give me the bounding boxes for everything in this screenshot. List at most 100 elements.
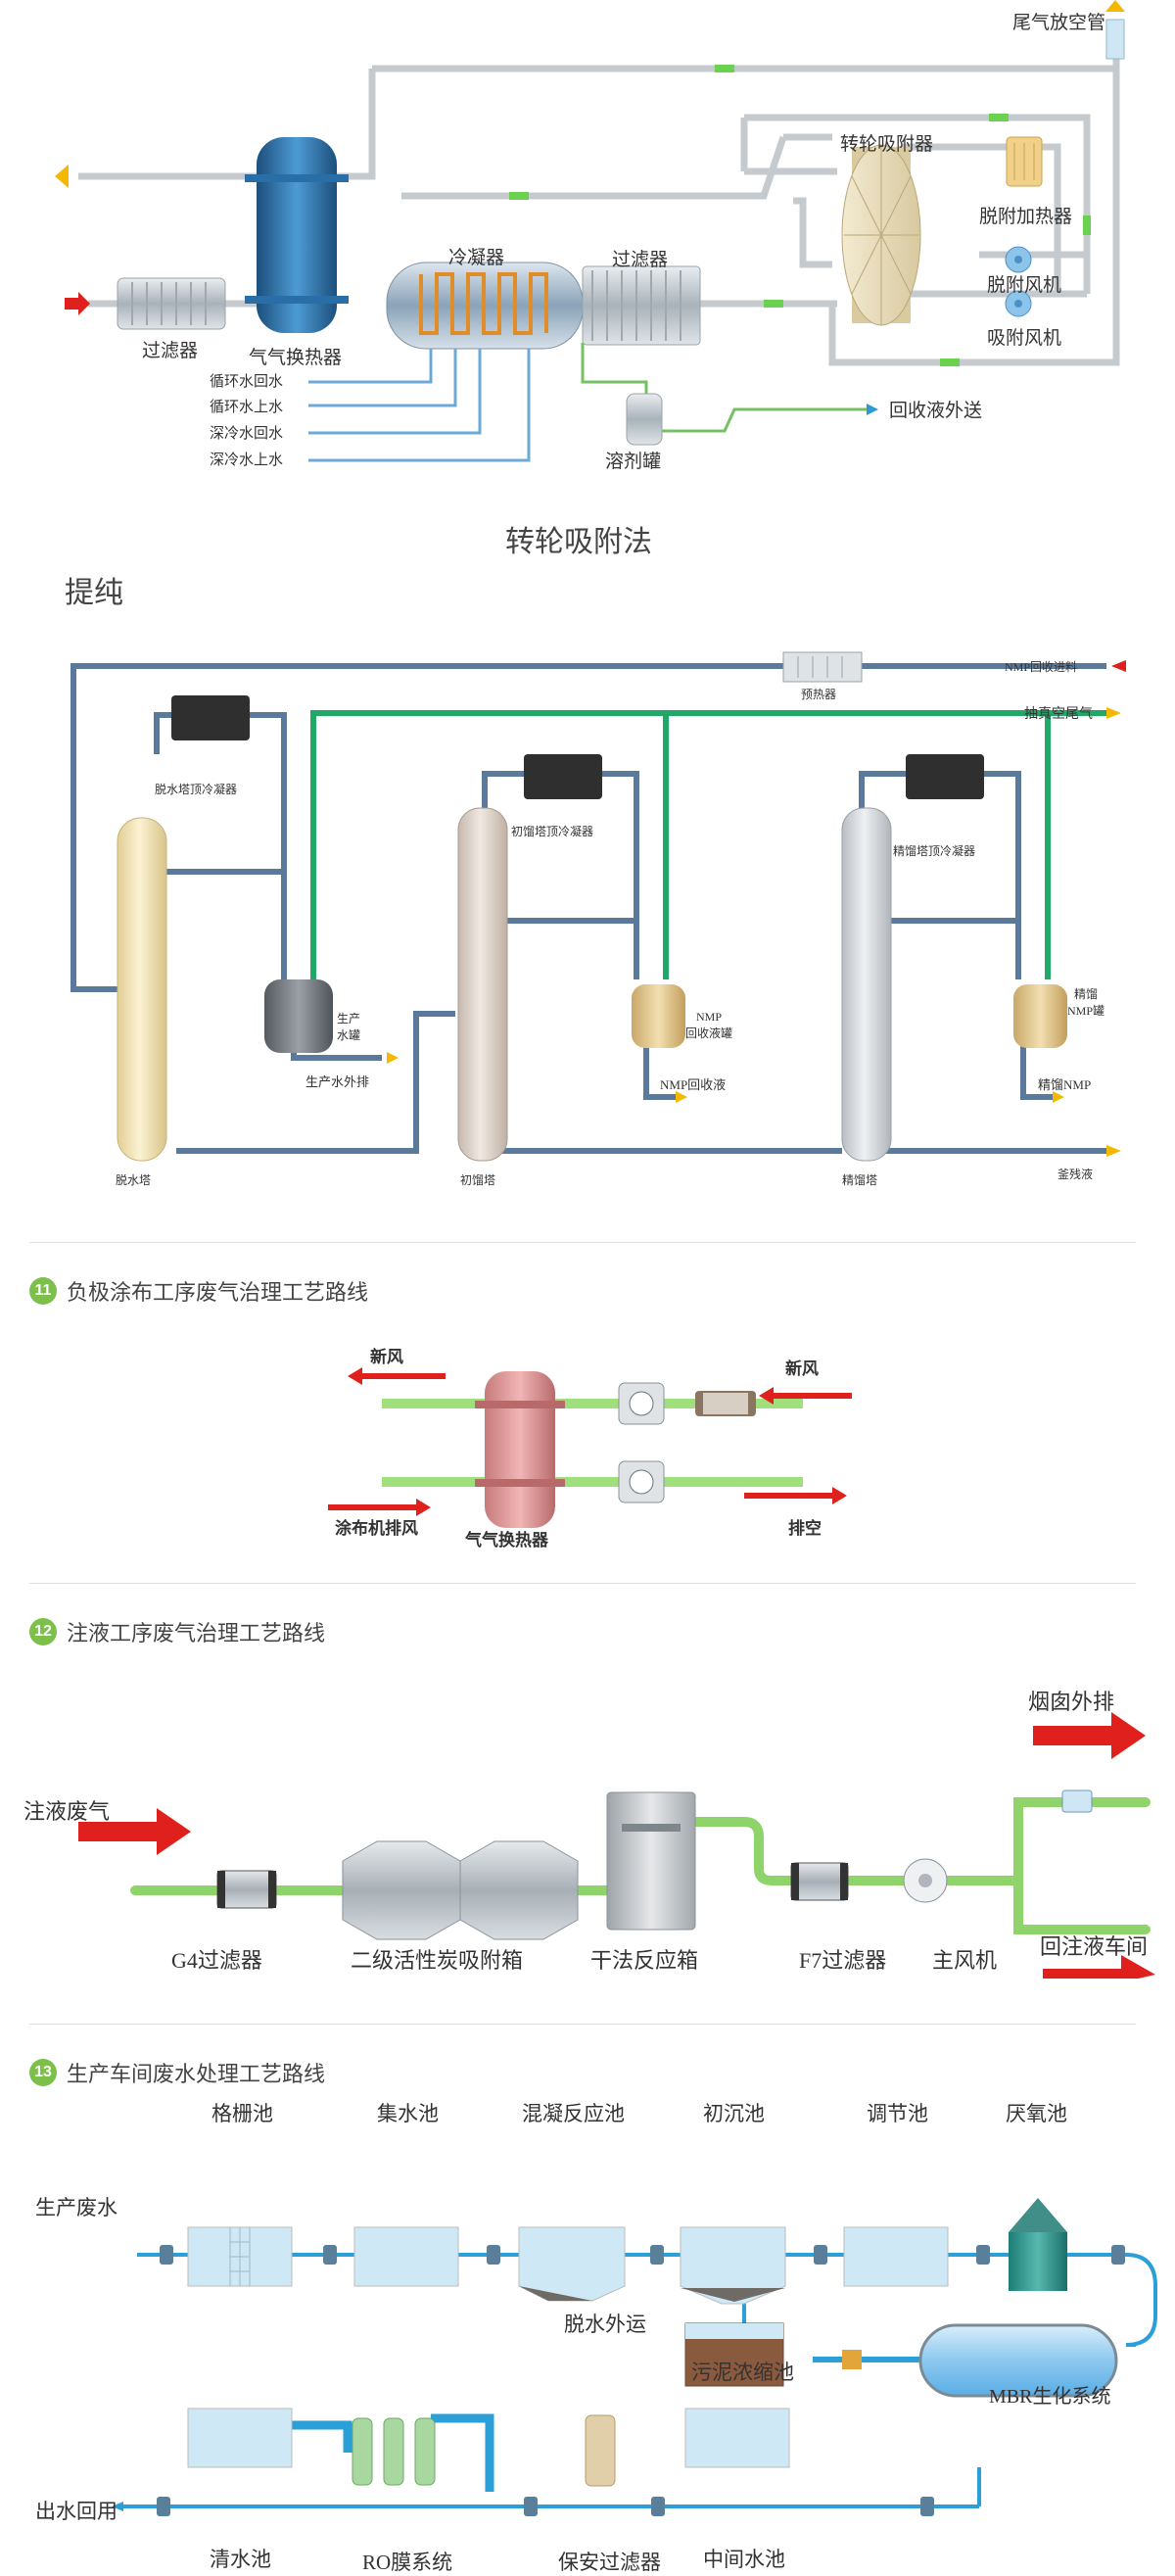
- section-12-header: 12 注液工序废气治理工艺路线: [29, 1616, 325, 1647]
- adjustment-pool: [843, 2226, 949, 2287]
- cooling-water-lines: [308, 349, 531, 462]
- injection-arrows: [78, 1712, 1155, 1979]
- dewater-tower-label: 脱水塔: [116, 1173, 152, 1187]
- solvent-tank: [626, 393, 663, 446]
- desorb-heater-label: 脱附加热器: [979, 207, 1073, 227]
- sludge-pump: [842, 2350, 862, 2369]
- desorb-fan: [1005, 246, 1032, 273]
- section-13-title: 生产车间废水处理工艺路线: [67, 2062, 326, 2086]
- recovered-out-label: 回收液外送: [889, 401, 983, 421]
- g4-filter: [216, 1870, 277, 1909]
- diagram2-title: 提纯: [65, 577, 123, 609]
- crude-tower: [457, 807, 508, 1162]
- top-condensers: [171, 695, 984, 799]
- security-filter-label: 保安过滤器: [558, 2551, 661, 2574]
- divider-2: [29, 1583, 1136, 1584]
- condenser-label: 冷凝器: [448, 248, 505, 268]
- deep-supply-label: 深冷水上水: [210, 453, 284, 468]
- ro-label: RO膜系统: [362, 2551, 453, 2574]
- middle-label: 中间水池: [703, 2548, 785, 2571]
- injection-exhaust-diagram: [78, 1712, 1155, 1979]
- coating-fan-2: [618, 1460, 665, 1503]
- circ-return-label: 循环水回水: [210, 374, 284, 390]
- coagulation-pool: [518, 2226, 626, 2302]
- mbr-tank: [918, 2323, 1118, 2398]
- primary-label: 初沉池: [703, 2102, 765, 2125]
- purification-diagram: [70, 651, 1126, 1162]
- primary-settling-pool: [680, 2226, 786, 2305]
- nmp-feed-label: NMP回收进料: [1005, 660, 1078, 674]
- f7-label: F7过滤器: [799, 1948, 887, 1973]
- chimney-damper: [1061, 1789, 1093, 1813]
- product-arrows: [387, 1052, 1064, 1103]
- rotor-adsorption-diagram: [55, 0, 1125, 462]
- adsorb-fan-label: 吸附风机: [987, 328, 1062, 349]
- desorb-fan-label: 脱附风机: [987, 275, 1062, 296]
- nmp-recovered-tank: [632, 984, 685, 1048]
- nmp-tank-label: NMP 回收液罐: [685, 1010, 733, 1040]
- security-filter: [585, 2414, 616, 2487]
- fine-tower-label: 精馏塔: [842, 1173, 878, 1187]
- ro-system: [352, 2417, 436, 2486]
- reuse-label: 出水回用: [35, 2500, 118, 2523]
- collection-pool: [353, 2226, 459, 2287]
- chimney-label: 烟囱外排: [1028, 1690, 1115, 1714]
- adjust-label: 调节池: [867, 2102, 928, 2125]
- left-filter-label: 过滤器: [142, 341, 199, 361]
- crude-tower-label: 初馏塔: [460, 1173, 496, 1187]
- anaerobic-tank: [1009, 2198, 1067, 2291]
- middle-filter-label: 过滤器: [612, 250, 669, 270]
- dewater-condenser-label: 脱水塔顶冷凝器: [155, 783, 238, 796]
- section-13-header: 13 生产车间废水处理工艺路线: [29, 2057, 325, 2088]
- coating-exhaust-diagram: [328, 1367, 852, 1528]
- sludge-tank: [684, 2322, 784, 2387]
- divider-3: [29, 2024, 1136, 2025]
- clear-label: 清水池: [210, 2548, 271, 2571]
- fine-nmp-tank-label: 精馏 NMP罐: [1067, 987, 1105, 1018]
- section-11-title: 负极涂布工序废气治理工艺路线: [67, 1280, 369, 1305]
- condenser: [386, 262, 584, 350]
- gas-gas-heat-exchanger: [245, 137, 349, 333]
- recovered-arrow-icon: [867, 404, 878, 415]
- coating-arrows: [328, 1367, 852, 1516]
- residue-arrow-icon: [1106, 1145, 1121, 1157]
- return-label: 回注液车间: [1040, 1934, 1149, 1959]
- coag-label: 混凝反应池: [522, 2102, 625, 2125]
- outlet-arrow-icon: [55, 165, 69, 188]
- fresh-air-right-label: 新风: [785, 1360, 819, 1378]
- coating-hx: [475, 1371, 565, 1528]
- vacuum-tail-label: 抽真空尾气: [1024, 707, 1093, 722]
- fine-nmp-tank: [1013, 984, 1067, 1048]
- nmp-recovered-label: NMP回收液: [660, 1077, 727, 1092]
- coater-exhaust-label: 涂布机排风: [335, 1519, 418, 1538]
- wastewater-diagram: [112, 2198, 1157, 2516]
- collect-label: 集水池: [377, 2102, 439, 2125]
- middle-filter: [582, 265, 701, 346]
- carbon-label: 二级活性炭吸附箱: [351, 1948, 524, 1973]
- diagram1-title: 转轮吸附法: [505, 526, 652, 558]
- flow-arrows: [112, 2502, 123, 2511]
- f7-filter: [790, 1862, 849, 1901]
- middle-pool: [684, 2408, 790, 2468]
- deep-return-label: 深冷水回水: [210, 426, 284, 442]
- fine-tower: [841, 807, 892, 1162]
- fresh-air-left-label: 新风: [370, 1348, 403, 1366]
- anaerobic-label: 厌氧池: [1006, 2102, 1067, 2125]
- dry-reactor: [606, 1791, 696, 1931]
- section-11-header: 11 负极涂布工序废气治理工艺路线: [29, 1275, 368, 1307]
- crude-condenser-label: 初馏塔顶冷凝器: [511, 825, 594, 838]
- inlet-arrow-icon: [65, 292, 90, 315]
- tail-pipe-label: 尾气放空管: [1012, 13, 1106, 33]
- rotor-adsorber-label: 转轮吸附器: [840, 134, 934, 155]
- circ-supply-label: 循环水上水: [210, 400, 284, 415]
- gas-hx-label: 气气换热器: [249, 348, 343, 368]
- dry-reactor-label: 干法反应箱: [590, 1948, 699, 1973]
- coating-hx-label: 气气换热器: [465, 1531, 548, 1550]
- dewater-tower: [117, 817, 167, 1162]
- vacuum-line: [310, 710, 1106, 979]
- water-flow-pipes: [118, 2253, 1157, 2508]
- grid-pool: [187, 2226, 293, 2287]
- fine-nmp-label: 精馏NMP: [1038, 1077, 1092, 1092]
- sludge-label: 污泥浓缩池: [691, 2361, 794, 2384]
- vacuum-arrow-icon: [1106, 707, 1121, 719]
